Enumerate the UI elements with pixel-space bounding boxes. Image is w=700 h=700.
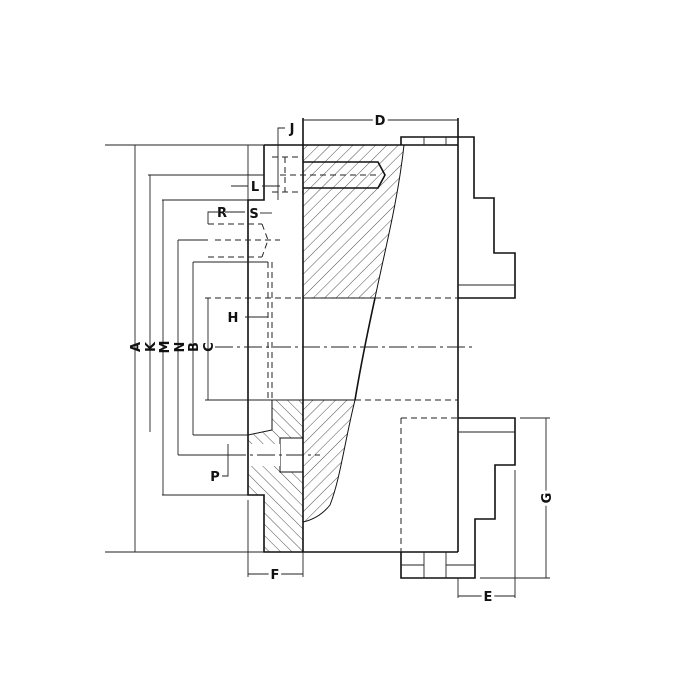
label-B: B — [187, 342, 202, 352]
jaw-bottom — [400, 417, 516, 579]
bolt-hole — [272, 156, 386, 193]
label-P: P — [210, 470, 220, 485]
hatch-body-upper — [302, 144, 405, 299]
label-D: D — [375, 114, 386, 129]
label-K: K — [144, 341, 159, 352]
label-F: F — [271, 568, 280, 583]
label-C: C — [202, 342, 217, 352]
label-H: H — [228, 311, 239, 326]
label-E: E — [484, 590, 493, 605]
pin-hole — [208, 223, 280, 400]
label-G: G — [540, 493, 555, 504]
hatch-body-lower — [302, 399, 356, 523]
hatch-flange — [247, 399, 304, 553]
label-A: A — [129, 342, 144, 352]
label-N: N — [173, 342, 188, 353]
label-S: S — [249, 207, 258, 222]
dimension-lines — [105, 119, 550, 598]
label-R: R — [217, 206, 227, 221]
label-M: M — [158, 341, 173, 354]
label-L: L — [251, 180, 259, 195]
label-J: J — [289, 122, 295, 137]
jaw-top — [400, 136, 516, 299]
